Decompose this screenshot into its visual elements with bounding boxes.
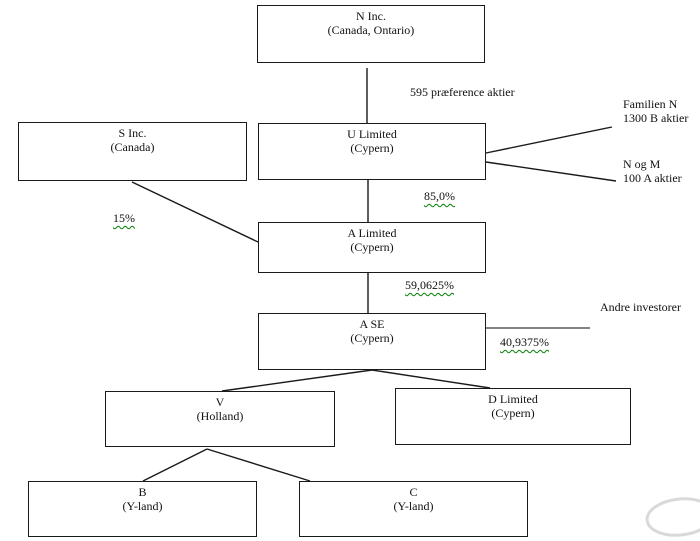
node-v-title: V [215,395,225,409]
node-d-limited-title: D Limited [488,392,538,406]
label-pct-59-0625: 59,0625% [405,278,454,292]
label-familien-n-line2: 1300 B aktier [623,111,689,125]
node-b: B (Y-land) [28,481,257,537]
node-u-limited: U Limited (Cypern) [258,123,486,180]
label-pct-40-9375: 40,9375% [500,335,549,349]
label-n-og-m: N og M 100 A aktier [623,157,682,185]
edge-v-to-b [142,448,208,482]
label-n-og-m-line1: N og M [623,157,661,171]
label-familien-n-line1: Familien N [623,97,678,111]
edge-u-to-familien-n [485,126,613,154]
edge-ase-to-d [371,369,491,389]
label-familien-n: Familien N 1300 B aktier [623,97,688,125]
label-n-og-m-line2: 100 A aktier [623,171,682,185]
node-c-title: C [409,485,418,499]
node-a-se-title: A SE [359,317,385,331]
label-pct-15: 15% [113,211,135,225]
node-c-location: (Y-land) [393,499,434,513]
node-a-se-location: (Cypern) [350,331,394,345]
node-b-title: B [138,485,147,499]
node-a-limited-title: A Limited [347,226,397,240]
node-s-inc-location: (Canada) [110,140,155,154]
node-d-limited-location: (Cypern) [491,406,535,420]
node-d-limited: D Limited (Cypern) [395,388,631,445]
edge-v-to-c [206,448,311,482]
label-andre-investorer: Andre investorer [600,300,681,314]
edge-u-to-n-og-m [485,161,617,182]
node-a-limited-location: (Cypern) [350,240,394,254]
edge-s-to-a [131,181,259,243]
node-a-limited: A Limited (Cypern) [258,222,486,273]
node-c: C (Y-land) [299,481,528,537]
node-n-inc-location: (Canada, Ontario) [327,23,415,37]
watermark-scribble [645,497,700,537]
node-s-inc: S Inc. (Canada) [18,122,247,181]
node-v: V (Holland) [105,391,335,447]
label-praeference-aktier: 595 præference aktier [410,85,515,99]
label-pct-85: 85,0% [424,189,455,203]
node-n-inc: N Inc. (Canada, Ontario) [257,5,485,63]
node-u-limited-location: (Cypern) [350,141,394,155]
node-a-se: A SE (Cypern) [258,313,486,370]
node-v-location: (Holland) [196,409,244,423]
node-b-location: (Y-land) [122,499,163,513]
node-n-inc-title: N Inc. [356,9,386,23]
node-s-inc-title: S Inc. [118,126,147,140]
edge-ase-to-v [221,369,373,392]
node-u-limited-title: U Limited [347,127,397,141]
